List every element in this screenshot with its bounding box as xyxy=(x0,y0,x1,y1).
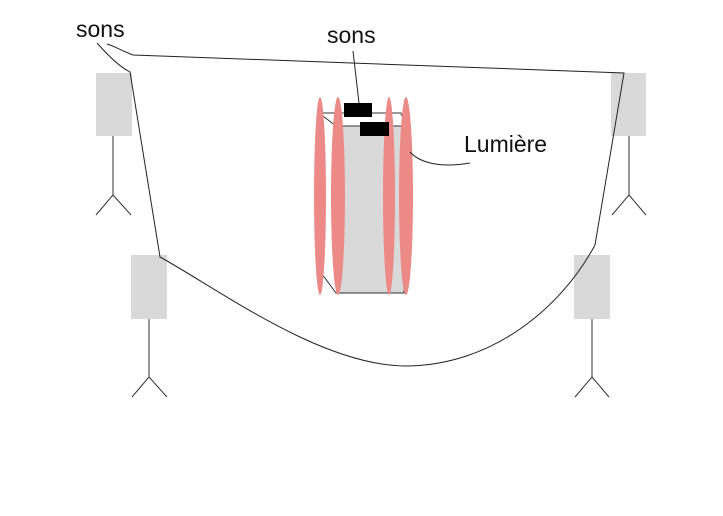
speaker-top-left-tripod xyxy=(95,136,132,216)
speaker-bottom-right-box xyxy=(574,255,610,319)
light-column xyxy=(314,97,413,295)
sound-left-label: sons xyxy=(76,16,125,42)
speaker-bottom-left xyxy=(131,255,168,398)
speaker-top-right-tripod xyxy=(611,136,647,216)
light-label: Lumière xyxy=(464,131,547,157)
speaker-bottom-left-tripod xyxy=(131,319,168,398)
sound-center-label: sons xyxy=(327,22,376,48)
light-tube-3 xyxy=(383,97,395,295)
speaker-bottom-right-tripod xyxy=(574,319,610,398)
sound-cable xyxy=(96,42,625,367)
speaker-top-left-box xyxy=(96,73,132,136)
light-leader xyxy=(409,151,471,166)
speaker-top-left xyxy=(95,73,132,216)
light-tube-4 xyxy=(399,97,413,295)
light-tube-2 xyxy=(331,97,345,295)
speaker-bottom-left-box xyxy=(131,255,167,319)
speaker-top-right xyxy=(611,73,647,216)
speaker-bottom-right xyxy=(574,255,610,398)
sound-device-2 xyxy=(360,122,389,136)
light-tube-1 xyxy=(314,97,326,295)
sound-device-1 xyxy=(344,103,372,117)
speaker-top-right-box xyxy=(611,73,646,136)
sound-center-leader xyxy=(352,50,360,104)
